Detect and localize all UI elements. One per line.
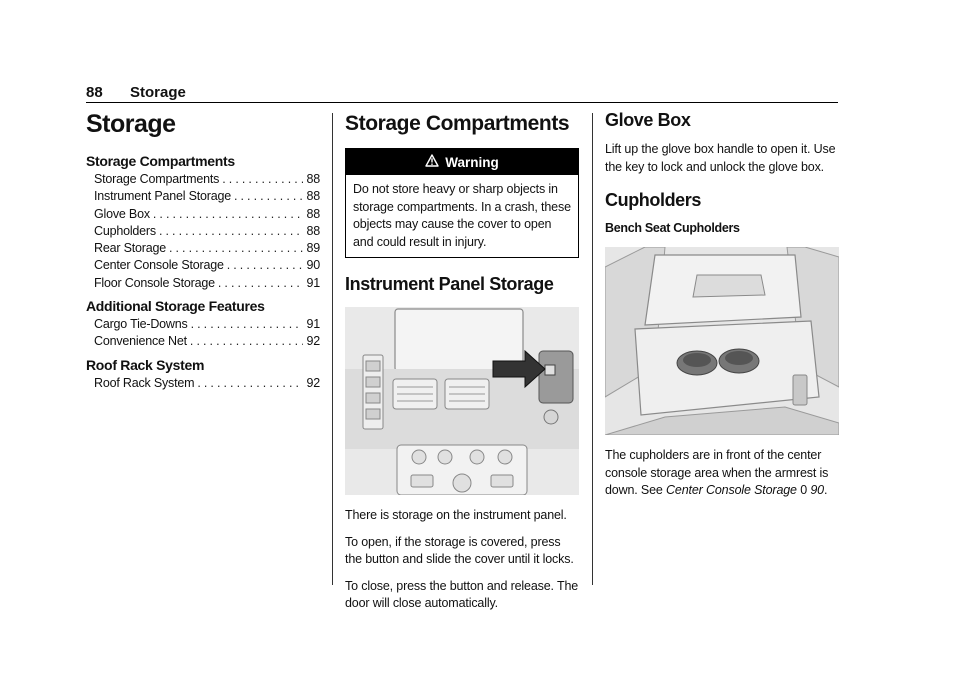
toc-entry-page: 91 — [306, 317, 320, 332]
toc-entry[interactable]: Storage Compartments 88 — [86, 171, 320, 188]
warning-box: Warning Do not store heavy or sharp obje… — [345, 148, 579, 258]
toc-entry[interactable]: Glove Box 88 — [86, 206, 320, 223]
toc-leader — [190, 333, 304, 350]
instrument-panel-illustration — [345, 307, 579, 495]
toc-group-heading: Additional Storage Features — [86, 298, 265, 315]
toc-entry-page: 90 — [306, 258, 320, 273]
toc-entry[interactable]: Center Console Storage 90 — [86, 257, 320, 274]
toc-group-heading: Storage Compartments — [86, 153, 235, 169]
xref-page-number[interactable]: 90 — [810, 483, 824, 497]
toc-entry-page: 91 — [306, 275, 320, 290]
toc-leader — [218, 275, 304, 292]
toc-entry[interactable]: Cargo Tie-Downs 91 — [86, 316, 320, 333]
toc-group-heading: Roof Rack System — [86, 356, 205, 373]
toc-entry-label: Center Console Storage — [94, 258, 224, 273]
column-divider — [332, 113, 333, 585]
toc-group: Roof Rack System Roof Rack System 92 — [86, 357, 320, 392]
toc-entry[interactable]: Floor Console Storage 91 — [86, 275, 320, 292]
toc-entry-label: Floor Console Storage — [94, 275, 215, 290]
toc-leader — [169, 240, 304, 257]
toc-leader — [234, 188, 304, 205]
toc-leader — [191, 316, 304, 333]
toc-entry[interactable]: Roof Rack System 92 — [86, 375, 320, 392]
toc-entry-label: Storage Compartments — [94, 172, 220, 186]
toc-entry-page: 92 — [306, 375, 320, 390]
section-heading-glove-box: Glove Box — [605, 110, 691, 130]
toc-leader — [159, 223, 304, 240]
xref-center-console-storage[interactable]: Center Console Storage — [666, 483, 797, 497]
toc-entry-label: Cupholders — [94, 223, 156, 238]
toc-entry-page: 88 — [306, 172, 320, 186]
toc-entry-page: 88 — [306, 223, 320, 238]
section-heading-instrument-panel-storage: Instrument Panel Storage — [345, 274, 554, 294]
toc-entry-label: Cargo Tie-Downs — [94, 317, 188, 332]
instrument-panel-paragraph-2: To open, if the storage is covered, pres… — [345, 534, 574, 567]
warning-text: Do not store heavy or sharp objects in s… — [353, 182, 571, 249]
warning-header: Warning — [346, 149, 578, 175]
toc-entry-page: 89 — [306, 241, 320, 256]
instrument-panel-paragraph-3: To close, press the button and release. … — [345, 578, 579, 611]
cupholders-paragraph: The cupholders are in front of the cente… — [605, 447, 839, 500]
toc-entry-label: Roof Rack System — [94, 375, 195, 390]
section-title: Storage — [130, 84, 186, 101]
toc-entry[interactable]: Rear Storage 89 — [86, 240, 320, 257]
chapter-title: Storage — [86, 110, 176, 138]
column-2: Storage Compartments Warning Do not stor… — [345, 112, 579, 622]
toc-entry-label: Glove Box — [94, 206, 150, 221]
toc-entry-page: 88 — [306, 189, 320, 204]
toc-entry-page: 88 — [306, 206, 320, 221]
column-3: Glove Box Lift up the glove box handle t… — [605, 110, 839, 509]
warning-label: Warning — [445, 154, 499, 170]
page-ref-symbol: 0 — [800, 483, 807, 497]
glove-box-paragraph: Lift up the glove box handle to open it.… — [605, 142, 836, 174]
bench-seat-cupholder-illustration — [605, 247, 839, 435]
cupholders-text-end: . — [823, 483, 828, 497]
chapter-toc: Storage Storage Compartments Storage Com… — [86, 110, 320, 398]
column-divider — [592, 113, 593, 585]
running-header: 88 Storage — [86, 84, 838, 103]
toc-entry[interactable]: Convenience Net 92 — [86, 333, 320, 350]
warning-triangle-icon — [425, 154, 439, 170]
toc-leader — [222, 171, 303, 188]
cupholders-text: The cupholders are in front of the cente… — [605, 448, 829, 497]
subheading-bench-seat-cupholders: Bench Seat Cupholders — [605, 221, 740, 235]
toc-leader — [153, 206, 304, 223]
section-heading-storage-compartments: Storage Compartments — [345, 112, 570, 135]
toc-entry[interactable]: Cupholders 88 — [86, 223, 320, 240]
toc-entry-label: Rear Storage — [94, 241, 166, 256]
toc-leader — [227, 257, 304, 274]
instrument-panel-paragraph-1: There is storage on the instrument panel… — [345, 508, 567, 522]
toc-leader — [197, 375, 303, 392]
section-heading-cupholders: Cupholders — [605, 190, 702, 210]
toc-entry-label: Instrument Panel Storage — [94, 189, 231, 204]
toc-entry[interactable]: Instrument Panel Storage 88 — [86, 188, 320, 205]
page-number: 88 — [86, 84, 103, 101]
toc-group: Storage Compartments Storage Compartment… — [86, 153, 320, 292]
toc-entry-page: 92 — [306, 334, 320, 349]
toc-group: Additional Storage Features Cargo Tie-Do… — [86, 298, 320, 351]
toc-entry-label: Convenience Net — [94, 334, 187, 349]
